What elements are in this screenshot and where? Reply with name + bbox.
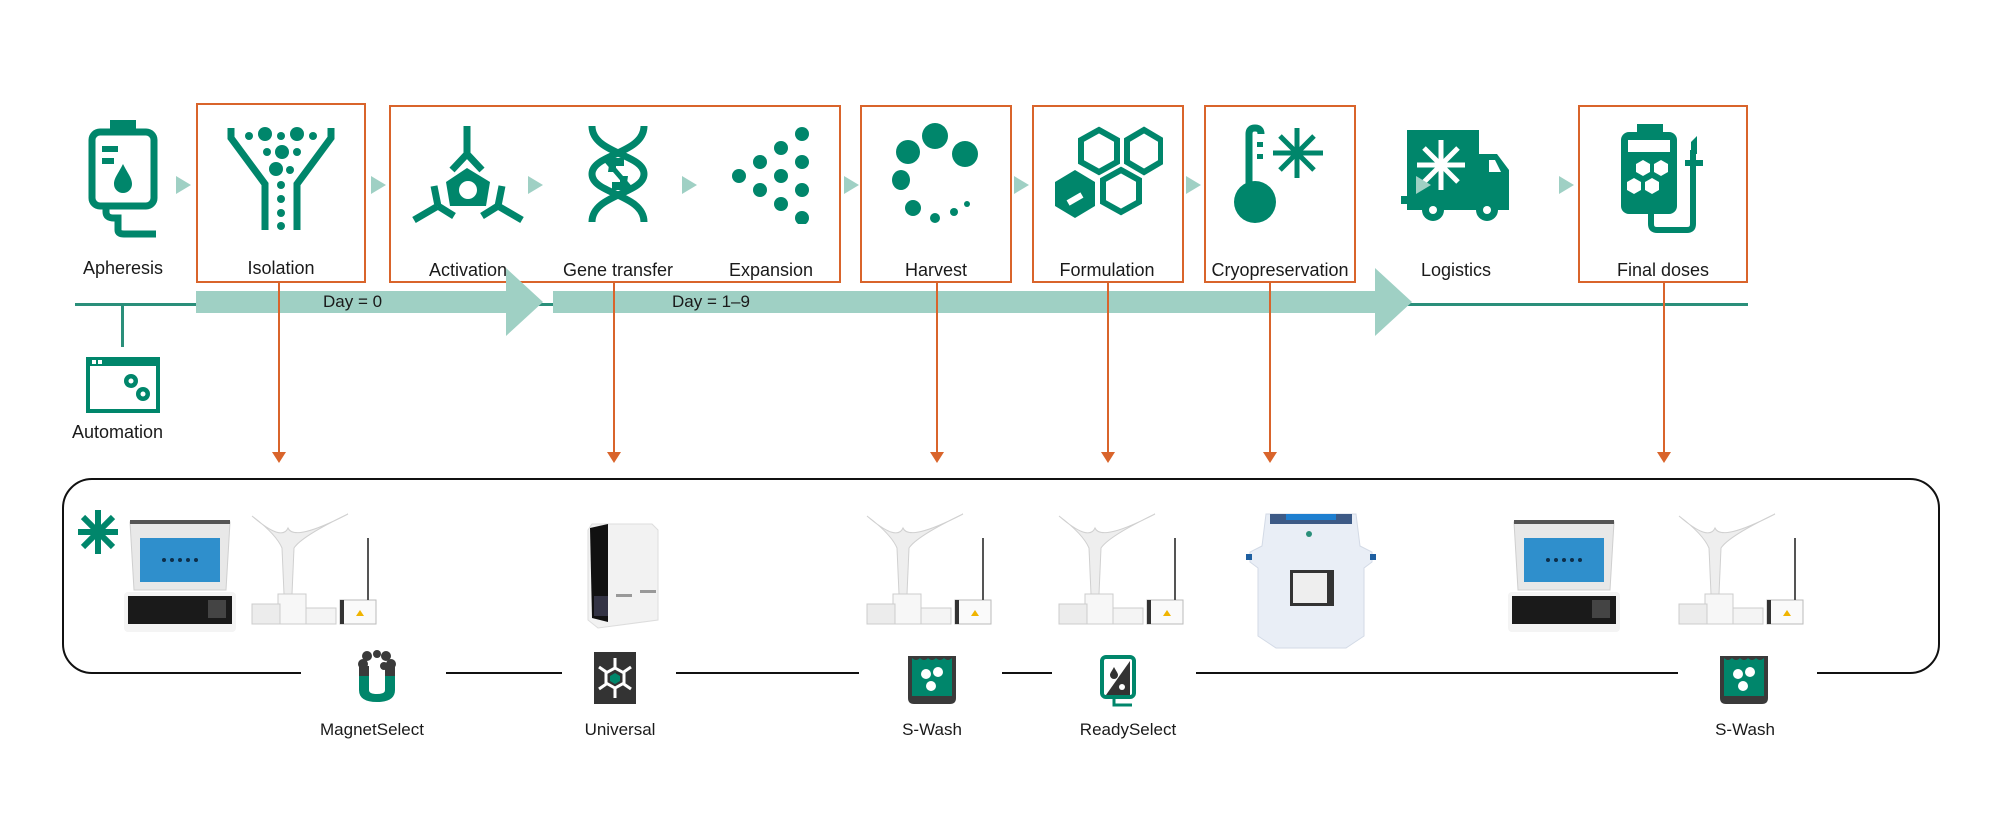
- step-label: Activation: [428, 260, 508, 280]
- snowflake-icon: [78, 510, 118, 554]
- connector-isolation: [278, 283, 280, 453]
- wash-beaker-icon[interactable]: [1718, 656, 1770, 706]
- day-0-label: Day = 0: [323, 292, 383, 311]
- chevron-right-icon: [1416, 176, 1431, 194]
- isolation-box: [196, 103, 366, 283]
- snowflake-hex-icon[interactable]: [594, 652, 636, 704]
- device-controlled-rate-freezer: [1246, 513, 1376, 649]
- connector-formulation: [1107, 283, 1109, 453]
- final-doses-box: [1578, 105, 1748, 283]
- product-label-universal: Universal: [584, 720, 656, 739]
- hexagons-icon: [1055, 126, 1163, 218]
- device-transduction-instrument: [587, 523, 659, 629]
- iv-bag-icon: [88, 120, 158, 238]
- formulation-box: [1032, 105, 1184, 283]
- day-1-9-arrow: [553, 291, 1377, 313]
- product-label-s-wash: S-Wash: [902, 720, 962, 739]
- device-freezer-thawing: [124, 520, 236, 632]
- automation-connector: [121, 303, 124, 347]
- gap: [301, 668, 446, 676]
- connector-cryopreservation: [1269, 283, 1271, 453]
- day-1-9-label: Day = 1–9: [672, 292, 750, 311]
- chevron-right-icon: [1559, 176, 1574, 194]
- device-freezer-thawing-2: [1508, 520, 1620, 632]
- step-label: Isolation: [247, 258, 315, 278]
- connector-gene-transfer: [613, 283, 615, 453]
- automation-label: Automation: [72, 422, 164, 442]
- step-label: Expansion: [728, 260, 814, 280]
- chevron-right-icon: [1014, 176, 1029, 194]
- step-label: Formulation: [1059, 260, 1155, 280]
- cell-dots-icon: [732, 127, 809, 224]
- day-1-9-arrowhead: [1375, 268, 1412, 336]
- window-gears-icon: [86, 357, 160, 413]
- thermometer-snowflake-icon: [1234, 124, 1323, 223]
- arrow-down-icon: [930, 452, 944, 463]
- magnet-icon[interactable]: [357, 650, 397, 704]
- connector-final-doses: [1663, 283, 1665, 453]
- device-cell-processing-2: [866, 513, 992, 625]
- day-0-arrow: [196, 291, 508, 313]
- step-label: Apheresis: [82, 258, 164, 278]
- arrow-down-icon: [1263, 452, 1277, 463]
- chevron-right-icon: [1186, 176, 1201, 194]
- chevron-right-icon: [371, 176, 386, 194]
- chevron-right-icon: [682, 176, 697, 194]
- activation-expansion-box: [389, 105, 841, 283]
- arrow-down-icon: [1101, 452, 1115, 463]
- funnel-icon: [227, 127, 335, 230]
- product-label-s-wash: S-Wash: [1715, 720, 1775, 739]
- step-label: Final doses: [1616, 260, 1710, 280]
- step-label: Cryopreservation: [1211, 260, 1349, 280]
- ready-bag-icon[interactable]: [1100, 655, 1140, 709]
- arrow-down-icon: [1657, 452, 1671, 463]
- dose-bag-icon: [1621, 124, 1703, 233]
- harvest-box: [860, 105, 1012, 283]
- day-0-arrowhead: [506, 268, 543, 336]
- antibody-cell-icon: [412, 126, 524, 224]
- step-label: Harvest: [904, 260, 967, 280]
- chevron-right-icon: [844, 176, 859, 194]
- step-label: Logistics: [1420, 260, 1492, 280]
- chevron-right-icon: [176, 176, 191, 194]
- arrow-down-icon: [272, 452, 286, 463]
- dna-icon: [588, 125, 648, 223]
- circle-dots-icon: [892, 123, 978, 223]
- step-label: Gene transfer: [562, 260, 674, 280]
- connector-harvest: [936, 283, 938, 453]
- cryopreservation-box: [1204, 105, 1356, 283]
- product-label-magnetselect: MagnetSelect: [320, 720, 424, 739]
- device-cell-processing-1: [251, 513, 377, 625]
- wash-beaker-icon[interactable]: [906, 656, 958, 706]
- chevron-right-icon: [528, 176, 543, 194]
- product-label-readyselect: ReadySelect: [1079, 720, 1177, 739]
- device-cell-processing-4: [1678, 513, 1804, 625]
- device-cell-processing-3: [1058, 513, 1184, 625]
- arrow-down-icon: [607, 452, 621, 463]
